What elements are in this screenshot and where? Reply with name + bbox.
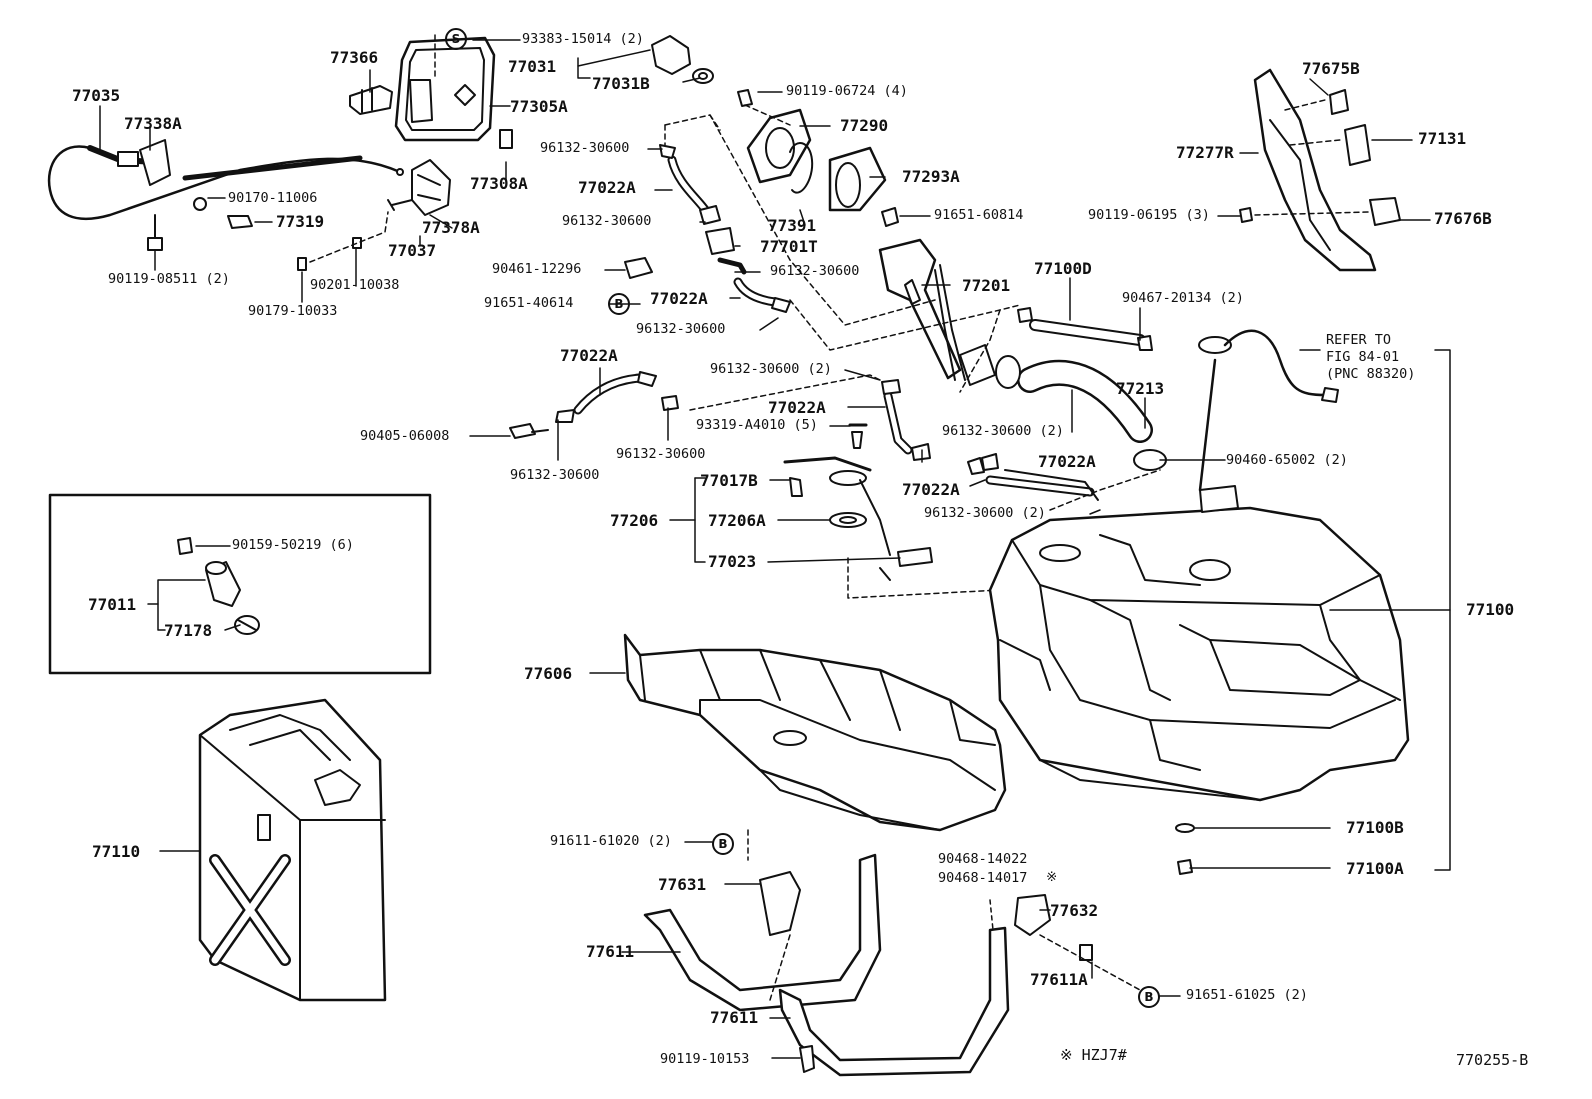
label-77391: 77391 [768, 216, 817, 235]
fuel-tank-drawing [988, 329, 1410, 802]
label-96132-30600-b: 96132-30600 [562, 213, 652, 229]
label-90119-06195: 90119-06195 (3) [1088, 207, 1210, 223]
fuel-door-cable-drawing [47, 139, 404, 251]
label-90461-12296: 90461-12296 [492, 261, 582, 277]
label-77206: 77206 [610, 511, 659, 530]
label-77338A: 77338A [124, 114, 182, 133]
label-90119-10153: 90119-10153 [660, 1051, 750, 1067]
inset-frame [48, 493, 432, 675]
label-77293A: 77293A [902, 167, 960, 186]
callout-b-marker-1: B [608, 293, 630, 315]
label-77308A: 77308A [470, 174, 528, 193]
label-96132-30600-d: 96132-30600 [636, 321, 726, 337]
label-77611-a: 77611 [586, 942, 635, 961]
fuel-door-drawing [394, 36, 496, 142]
label-90179-10033: 90179-10033 [248, 303, 338, 319]
label-96132-30600-2-i: 96132-30600 (2) [924, 505, 1046, 521]
label-96132-30600-a: 96132-30600 [540, 140, 630, 156]
label-77023: 77023 [708, 552, 757, 571]
label-77100A: 77100A [1346, 859, 1404, 878]
label-77305A: 77305A [510, 97, 568, 116]
label-90460-65002: 90460-65002 (2) [1226, 452, 1348, 468]
label-77131: 77131 [1418, 129, 1467, 148]
label-77290: 77290 [840, 116, 889, 135]
applicability-note: ※ HZJ7# [1060, 1046, 1127, 1064]
label-77178: 77178 [164, 621, 213, 640]
fuel-cap-drawing [651, 35, 714, 84]
label-96132-30600-h: 96132-30600 [510, 467, 600, 483]
label-90467-20134: 90467-20134 (2) [1122, 290, 1244, 306]
label-77017B: 77017B [700, 471, 758, 490]
label-77676B: 77676B [1434, 209, 1492, 228]
label-96132-30600-c: 96132-30600 [770, 263, 860, 279]
label-refer-to-2: FIG 84-01 [1326, 349, 1400, 365]
label-77022A-b: 77022A [650, 289, 708, 308]
label-90119-06724: 90119-06724 (4) [786, 83, 908, 99]
jerry-can-drawing [198, 698, 387, 1002]
label-93383-15014: 93383-15014 (2) [522, 31, 644, 47]
label-77031: 77031 [508, 57, 557, 76]
label-91651-40614: 91651-40614 [484, 295, 574, 311]
tank-protector-drawing [623, 633, 1007, 832]
callout-b-marker-3: B [1138, 986, 1160, 1008]
heat-shield-drawing [1239, 68, 1401, 272]
label-96132-30600-2-f: 96132-30600 (2) [942, 423, 1064, 439]
label-77022A-c: 77022A [560, 346, 618, 365]
tank-bands-drawing [643, 853, 1093, 1077]
lock-bracket-drawing [387, 159, 451, 216]
label-90170-11006: 90170-11006 [228, 190, 318, 206]
label-91651-61025: 91651-61025 (2) [1186, 987, 1308, 1003]
hoses-drawing [509, 144, 1167, 501]
label-96132-30600-2-e: 96132-30600 (2) [710, 361, 832, 377]
label-77606: 77606 [524, 664, 573, 683]
fuel-sender-drawing [783, 423, 933, 581]
label-77022A-d: 77022A [768, 398, 826, 417]
label-90468-14022: 90468-14022 [938, 851, 1028, 867]
label-91651-60814: 91651-60814 [934, 207, 1024, 223]
label-77100: 77100 [1466, 600, 1515, 619]
label-77100B: 77100B [1346, 818, 1404, 837]
label-77701T: 77701T [760, 237, 818, 256]
label-93319-A4010: 93319-A4010 (5) [696, 417, 818, 433]
label-90468-14017: 90468-14017 [938, 870, 1028, 886]
label-77611A: 77611A [1030, 970, 1088, 989]
label-90119-08511: 90119-08511 (2) [108, 271, 230, 287]
label-77031B: 77031B [592, 74, 650, 93]
label-77213: 77213 [1116, 379, 1165, 398]
label-77206A: 77206A [708, 511, 766, 530]
label-77022A-e: 77022A [1038, 452, 1096, 471]
label-77110: 77110 [92, 842, 141, 861]
callout-b-marker-2: B [712, 833, 734, 855]
filler-neck-drawing [737, 89, 996, 386]
label-77201: 77201 [962, 276, 1011, 295]
callout-s-marker: S [445, 28, 467, 50]
label-90201-10038: 90201-10038 [310, 277, 400, 293]
label-77378A: 77378A [422, 218, 480, 237]
label-77100D: 77100D [1034, 259, 1092, 278]
label-77035: 77035 [72, 86, 121, 105]
label-77675B: 77675B [1302, 59, 1360, 78]
diagram-code: 770255-B [1456, 1051, 1529, 1069]
inset-parts-drawing [177, 537, 260, 635]
label-refer-to-3: (PNC 88320) [1326, 366, 1416, 382]
label-91611-61020: 91611-61020 (2) [550, 833, 672, 849]
label-77022A-f: 77022A [902, 480, 960, 499]
label-77022A-a: 77022A [578, 178, 636, 197]
label-90468-14017-mark: ※ [1046, 869, 1058, 885]
label-77631: 77631 [658, 875, 707, 894]
label-77277R: 77277R [1176, 143, 1234, 162]
label-77011: 77011 [88, 595, 137, 614]
leader-lines [99, 39, 1451, 1059]
label-77611-b: 77611 [710, 1008, 759, 1027]
label-90405-06008: 90405-06008 [360, 428, 450, 444]
label-77632: 77632 [1050, 901, 1099, 920]
label-96132-30600-g: 96132-30600 [616, 446, 706, 462]
label-77366: 77366 [330, 48, 379, 67]
opener-handle-drawing [349, 85, 393, 115]
label-refer-to-1: REFER TO [1326, 332, 1392, 348]
label-90159-50219: 90159-50219 (6) [232, 537, 354, 553]
label-77037: 77037 [388, 241, 437, 260]
label-77319: 77319 [276, 212, 325, 231]
